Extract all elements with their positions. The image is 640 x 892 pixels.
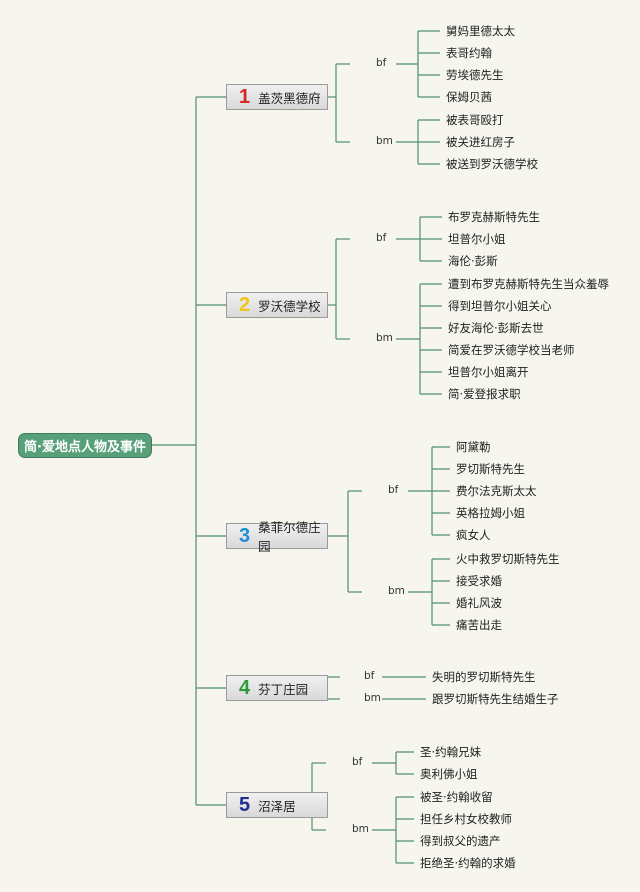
root-topic[interactable]: 简·爱地点人物及事件 [18, 433, 152, 458]
leaf-item[interactable]: 罗切斯特先生 [456, 462, 525, 476]
leaf-item[interactable]: 疯女人 [456, 528, 491, 542]
leaf-item[interactable]: 痛苦出走 [456, 618, 502, 632]
section-number: 5 [239, 793, 251, 816]
group-tag-bf[interactable]: bf [388, 484, 399, 496]
leaf-item[interactable]: 得到坦普尔小姐关心 [448, 299, 552, 313]
section-number: 1 [239, 85, 251, 108]
leaf-item[interactable]: 婚礼风波 [456, 596, 502, 610]
leaf-item[interactable]: 费尔法克斯太太 [456, 484, 537, 498]
leaf-item[interactable]: 跟罗切斯特先生结婚生子 [432, 692, 559, 706]
section-number: 2 [239, 293, 251, 316]
leaf-item[interactable]: 表哥约翰 [446, 46, 492, 60]
leaf-item[interactable]: 坦普尔小姐离开 [448, 365, 529, 379]
leaf-item[interactable]: 被表哥殴打 [446, 113, 504, 127]
leaf-item[interactable]: 被圣·约翰收留 [420, 790, 493, 804]
section-1[interactable]: 1 盖茨黑德府 [226, 84, 328, 110]
leaf-item[interactable]: 简·爱登报求职 [448, 387, 521, 401]
group-tag-bm[interactable]: bm [388, 585, 405, 597]
leaf-item[interactable]: 接受求婚 [456, 574, 502, 588]
group-tag-bm[interactable]: bm [376, 135, 393, 147]
leaf-item[interactable]: 被关进红房子 [446, 135, 515, 149]
leaf-item[interactable]: 圣·约翰兄妹 [420, 745, 482, 759]
section-title: 沼泽居 [258, 798, 296, 814]
leaf-item[interactable]: 被送到罗沃德学校 [446, 157, 538, 171]
leaf-item[interactable]: 火中救罗切斯特先生 [456, 552, 560, 566]
group-tag-bf[interactable]: bf [376, 232, 387, 244]
group-tag-bm[interactable]: bm [376, 332, 393, 344]
leaf-item[interactable]: 担任乡村女校教师 [420, 812, 512, 826]
group-tag-bf[interactable]: bf [376, 57, 387, 69]
group-tag-bf[interactable]: bf [364, 670, 375, 682]
section-2[interactable]: 2 罗沃德学校 [226, 292, 328, 318]
section-number: 4 [239, 676, 251, 699]
section-3[interactable]: 3 桑菲尔德庄园 [226, 520, 328, 554]
leaf-item[interactable]: 奥利佛小姐 [420, 767, 478, 781]
group-tag-bm[interactable]: bm [352, 823, 369, 835]
section-title: 盖茨黑德府 [258, 90, 321, 106]
section-title: 桑菲尔德庄园 [258, 520, 321, 554]
section-number: 3 [239, 524, 251, 547]
leaf-item[interactable]: 海伦·彭斯 [448, 254, 498, 268]
leaf-item[interactable]: 布罗克赫斯特先生 [448, 210, 540, 224]
leaf-item[interactable]: 简爱在罗沃德学校当老师 [448, 343, 575, 357]
leaf-item[interactable]: 失明的罗切斯特先生 [432, 670, 536, 684]
section-4[interactable]: 4 芬丁庄园 [226, 675, 328, 701]
leaf-item[interactable]: 阿黛勒 [456, 440, 491, 454]
section-title: 芬丁庄园 [258, 681, 309, 697]
group-tag-bf[interactable]: bf [352, 756, 363, 768]
leaf-item[interactable]: 遭到布罗克赫斯特先生当众羞辱 [448, 277, 609, 291]
leaf-item[interactable]: 保姆贝茜 [446, 90, 492, 104]
leaf-item[interactable]: 拒绝圣·约翰的求婚 [420, 856, 516, 870]
leaf-item[interactable]: 好友海伦·彭斯去世 [448, 321, 544, 335]
leaf-item[interactable]: 得到叔父的遗产 [420, 834, 501, 848]
group-tag-bm[interactable]: bm [364, 692, 381, 704]
section-title: 罗沃德学校 [258, 298, 321, 314]
leaf-item[interactable]: 坦普尔小姐 [448, 232, 506, 246]
section-5[interactable]: 5 沼泽居 [226, 792, 328, 818]
leaf-item[interactable]: 英格拉姆小姐 [456, 506, 525, 520]
leaf-item[interactable]: 劳埃德先生 [446, 68, 504, 82]
leaf-item[interactable]: 舅妈里德太太 [446, 24, 515, 38]
